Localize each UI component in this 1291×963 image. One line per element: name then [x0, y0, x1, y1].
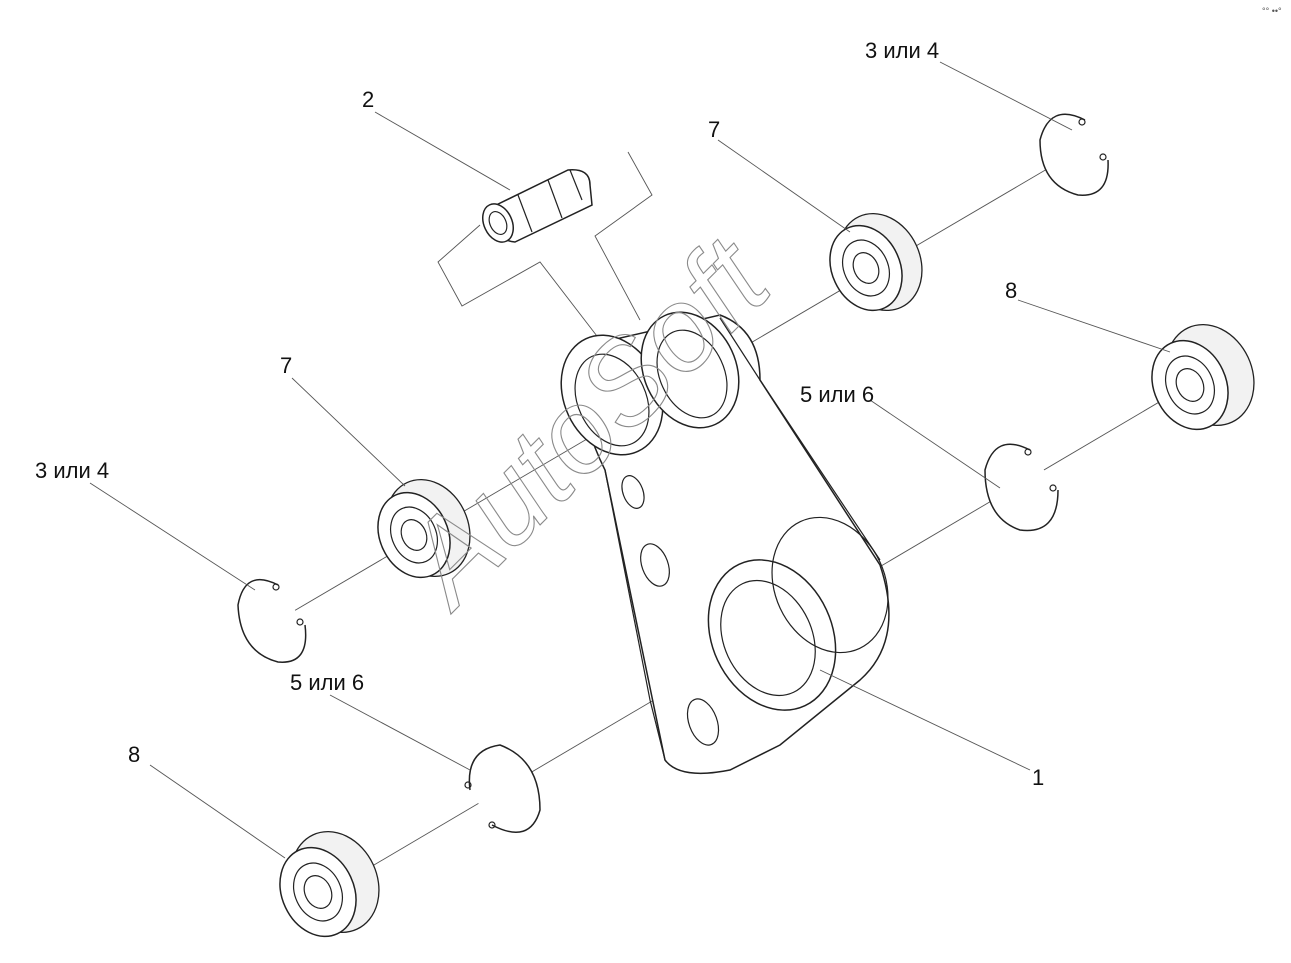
bearing-7-top	[829, 212, 923, 312]
callout-5or6-left: 5 или 6	[290, 670, 364, 695]
leader-lines	[89, 61, 1171, 859]
lever-body	[560, 311, 890, 775]
snap-ring-3or4-left	[237, 578, 307, 663]
callout-3or4-left: 3 или 4	[35, 458, 109, 483]
pin	[482, 169, 593, 243]
callout-8-right: 8	[1005, 278, 1017, 303]
snap-ring-3or4-top	[1039, 113, 1109, 196]
bearing-8-right	[1151, 323, 1255, 431]
callout-7-top: 7	[708, 117, 720, 142]
callout-7-left: 7	[280, 353, 292, 378]
bearing-8-left	[279, 830, 380, 938]
callout-8-left: 8	[128, 742, 140, 767]
callout-2: 2	[362, 87, 374, 112]
corner-mark: °° ••°	[1262, 6, 1282, 16]
snap-ring-5or6-right	[984, 443, 1059, 532]
callout-5or6-right: 5 или 6	[800, 382, 874, 407]
bearing-7-left	[377, 478, 471, 579]
snap-ring-5or6-left	[464, 744, 541, 833]
callout-1: 1	[1032, 765, 1044, 790]
callout-labels: 3 или 4 2 7 8 5 или 6 7 3 или 4 5 или 6 …	[35, 38, 1044, 790]
callout-3or4-top: 3 или 4	[865, 38, 939, 63]
